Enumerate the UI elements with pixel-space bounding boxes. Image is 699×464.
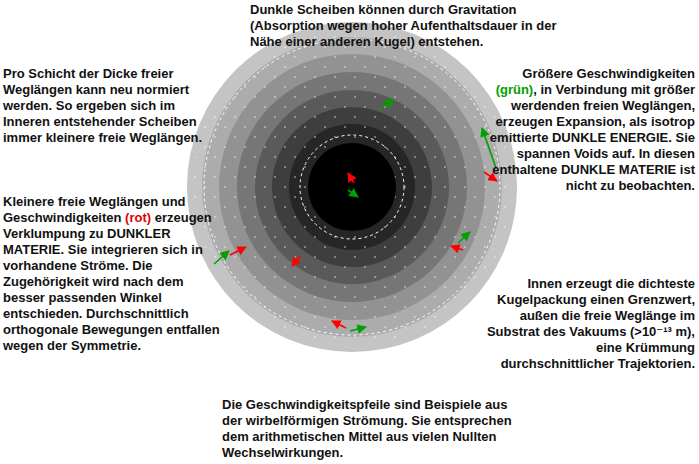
red-velocity-arrow [292,256,300,266]
dashed-boundary [204,39,500,335]
annotation-text: Größere Geschwindigkeiten (grün), in Ver… [478,66,695,194]
core [308,143,396,231]
velocity-arrows [214,100,497,331]
green-velocity-arrow [214,251,229,264]
annotation-text: Innen erzeugt die dichteste Kugelpackung… [486,276,695,372]
annotation-text: Dunkle Scheiben können durch Gravitation… [250,2,572,50]
ring [187,22,517,352]
green-velocity-arrow [380,100,394,108]
density-rings [187,22,517,352]
green-velocity-arrow [348,190,358,197]
dashed-boundary [300,135,404,239]
annotation-text: Pro Schicht der Dicke freier Weglängen k… [3,66,203,146]
annotation-text: Die Geschwindigkeitspfeile sind Beispiel… [222,397,527,461]
red-velocity-arrow [451,246,463,250]
red-velocity-arrow [348,173,354,183]
green-velocity-arrow [350,327,366,331]
red-velocity-arrow [332,321,346,328]
red-velocity-arrow [230,247,246,255]
green-velocity-arrow [458,232,470,243]
annotation-text: Kleinere freie Weglängen und Geschwindig… [3,194,225,354]
dot-texture [192,27,512,347]
